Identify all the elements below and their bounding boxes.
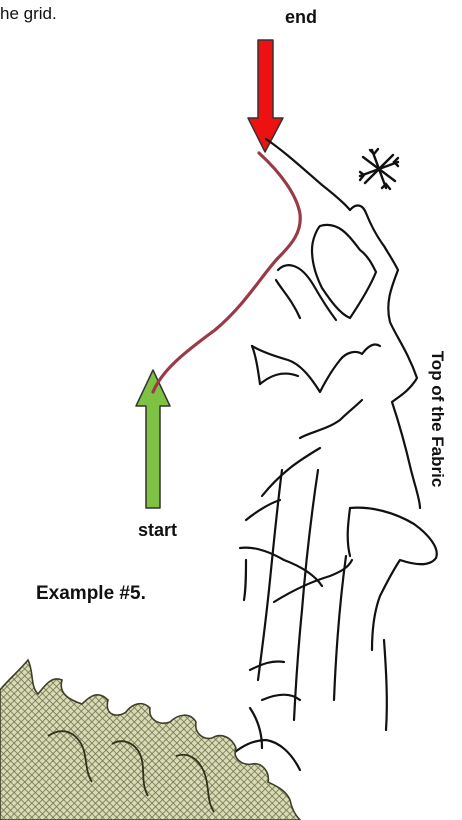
- stitch-path: [151, 151, 302, 394]
- snowflake-icon: [358, 147, 400, 191]
- start-arrow-shape: [135, 369, 171, 509]
- end-arrow: [247, 39, 284, 153]
- foliage-shape: [0, 658, 302, 820]
- end-arrow-shape: [247, 39, 284, 153]
- truncated-caption: he grid.: [0, 4, 57, 23]
- start-arrow: [135, 369, 171, 509]
- mountain-outline: [224, 137, 438, 772]
- start-label: start: [138, 520, 178, 540]
- foliage-patch: [0, 658, 302, 820]
- example-title: Example #5.: [36, 583, 146, 604]
- end-label: end: [285, 7, 318, 27]
- foliage-detail: [47, 730, 215, 813]
